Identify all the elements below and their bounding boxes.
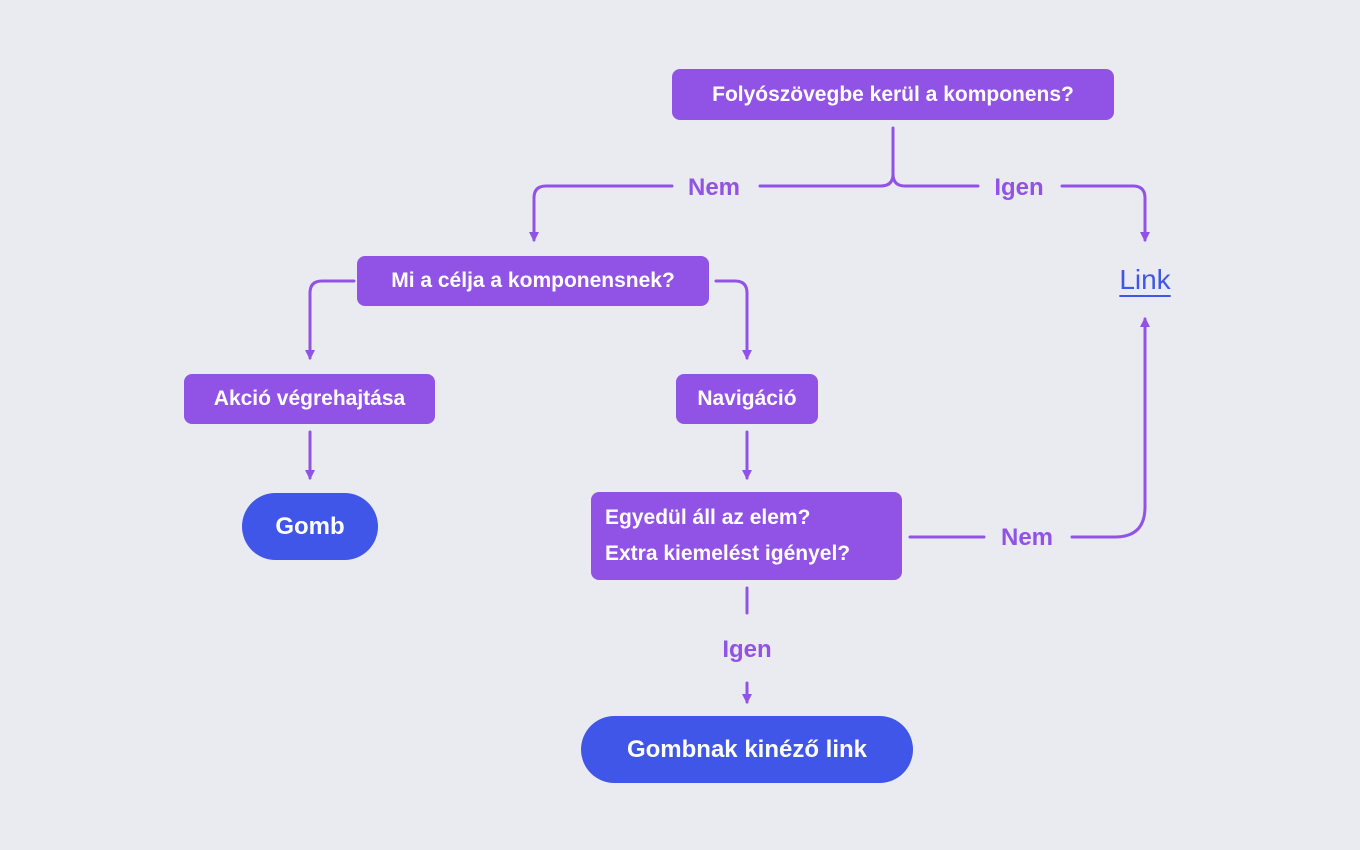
decision-standalone-emphasis: Egyedül áll az elem? Extra kiemelést igé… xyxy=(591,492,902,580)
step-perform-action: Akció végrehajtása xyxy=(184,374,435,424)
step-navigation: Navigáció xyxy=(676,374,818,424)
edge-label-inline-no: Nem xyxy=(687,174,741,201)
connector-inline-stem xyxy=(879,126,907,188)
edge-label-standalone-no: Nem xyxy=(1000,524,1054,551)
outcome-button-label: Gomb xyxy=(275,512,345,540)
decision-component-purpose: Mi a célja a komponensnek? xyxy=(357,256,709,306)
outcome-button-styled-link: Gombnak kinéző link xyxy=(581,716,913,783)
decision-standalone-label-1: Egyedül áll az elem? xyxy=(605,506,811,529)
step-perform-action-label: Akció végrehajtása xyxy=(213,387,406,410)
decision-inline-text: Folyószövegbe kerül a komponens? xyxy=(672,69,1114,120)
connector-inline-yes xyxy=(903,184,1145,240)
edge-label-inline-yes: Igen xyxy=(994,174,1044,201)
connector-standalone-no xyxy=(908,319,1145,539)
step-navigation-label: Navigáció xyxy=(697,387,797,410)
outcome-button-styled-link-label: Gombnak kinéző link xyxy=(626,735,868,763)
connector-inline-no xyxy=(534,184,883,240)
edge-label-standalone-yes: Igen xyxy=(722,636,772,663)
decision-component-purpose-label: Mi a célja a komponensnek? xyxy=(391,269,675,292)
decision-inline-text-label: Folyószövegbe kerül a komponens? xyxy=(712,82,1074,106)
connector-purpose-navigation xyxy=(714,279,752,360)
outcome-link[interactable]: Link xyxy=(1119,264,1171,295)
outcome-button: Gomb xyxy=(242,493,378,560)
decision-standalone-label-2: Extra kiemelést igényel? xyxy=(605,542,851,565)
connector-purpose-action xyxy=(305,279,356,360)
